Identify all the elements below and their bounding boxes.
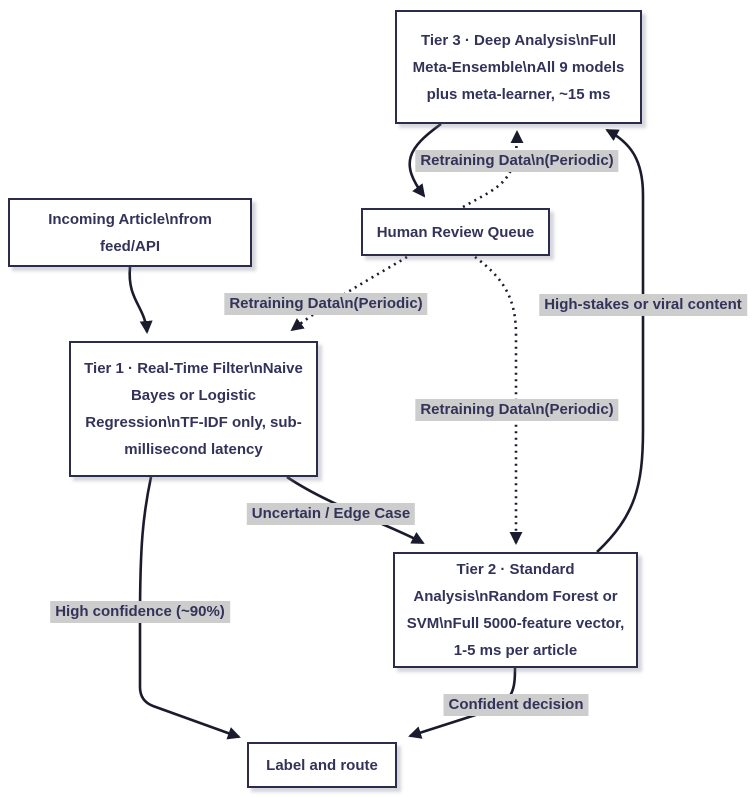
node-tier2: Tier 2 · Standard Analysis\nRandom Fores… — [393, 552, 638, 668]
node-tier3: Tier 3 · Deep Analysis\nFull Meta-Ensemb… — [395, 10, 642, 124]
edge-label-retraining-left: Retraining Data\n(Periodic) — [224, 293, 428, 315]
edge-incoming-to-tier1 — [128, 266, 153, 334]
node-human-review-queue: Human Review Queue — [361, 208, 550, 256]
edge-tier3-to-human-review — [408, 122, 442, 198]
node-label-and-route: Label and route — [247, 742, 397, 788]
edge-tier2-to-tier3 — [596, 128, 645, 553]
edge-label-retraining-top: Retraining Data\n(Periodic) — [415, 150, 619, 172]
edge-human-review-to-tier3 — [462, 130, 524, 209]
edge-label-retraining-mid: Retraining Data\n(Periodic) — [415, 399, 619, 421]
node-incoming-article: Incoming Article\nfrom feed/API — [8, 198, 252, 267]
edge-label-confident: Confident decision — [443, 694, 589, 716]
node-tier1: Tier 1 · Real-Time Filter\nNaive Bayes o… — [69, 341, 318, 477]
edge-label-uncertain: Uncertain / Edge Case — [246, 503, 416, 525]
edge-label-high-stakes: High-stakes or viral content — [539, 294, 747, 316]
edge-label-high-confidence: High confidence (~90%) — [50, 601, 230, 623]
